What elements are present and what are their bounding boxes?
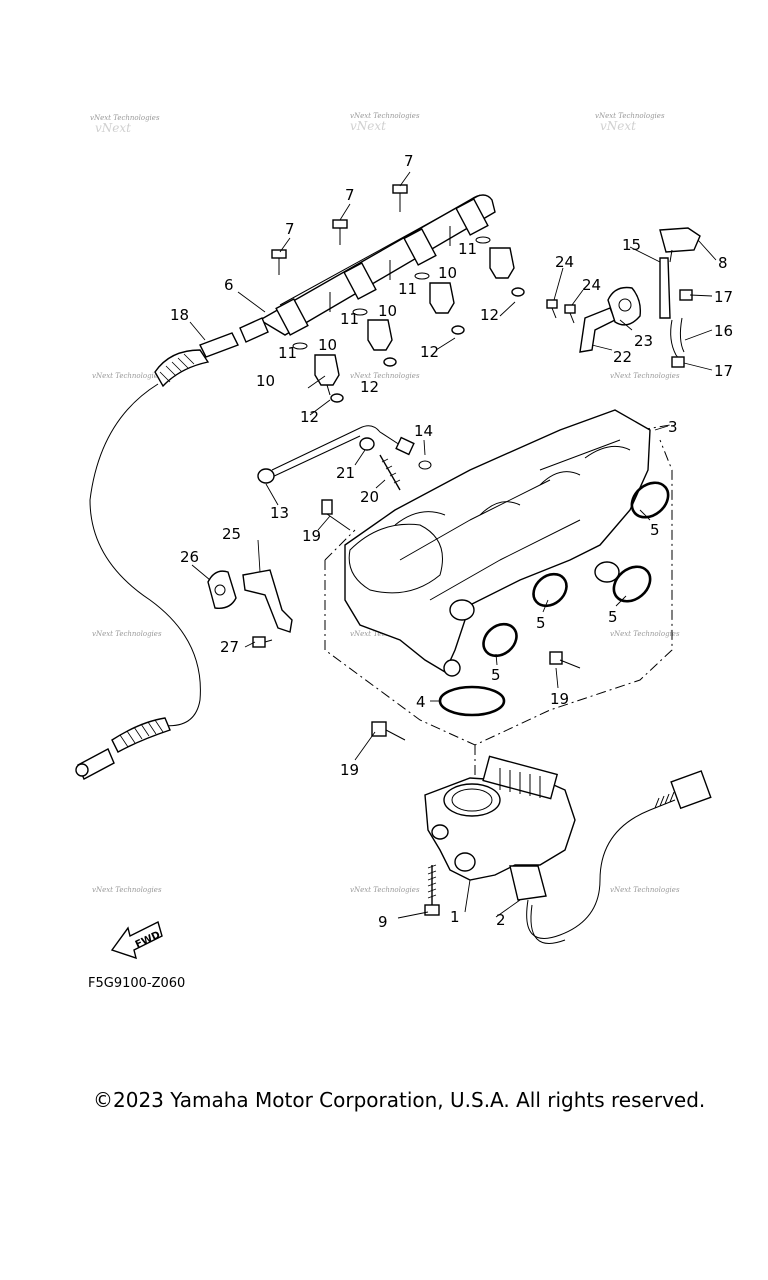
svg-text:vNext: vNext	[350, 119, 386, 133]
throttle-body	[424, 755, 576, 901]
callout-15: 15	[622, 236, 641, 254]
throttle-body-o-ring	[438, 685, 506, 717]
throttle-body-bolt	[424, 864, 440, 916]
callout-10: 10	[438, 264, 457, 282]
watermark-text: vNext Technologies	[92, 372, 162, 380]
callout-8: 8	[718, 254, 728, 272]
callout-12: 12	[420, 343, 439, 361]
fuel-injectors	[292, 236, 525, 403]
callout-21: 21	[336, 464, 355, 482]
callout-14: 14	[414, 422, 433, 440]
pressure-sensor	[659, 227, 701, 368]
watermark-text: vNext Technologies	[90, 114, 160, 122]
watermark-text: vNext Technologies	[595, 112, 665, 120]
callout-22: 22	[613, 348, 632, 366]
callout-19: 19	[550, 690, 569, 708]
callout-7: 7	[345, 186, 355, 204]
leader-lines	[189, 171, 717, 919]
throttle-body-harness	[526, 770, 712, 944]
callout-19: 19	[340, 761, 359, 779]
callout-20: 20	[360, 488, 379, 506]
callout-5: 5	[536, 614, 546, 632]
callout-13: 13	[270, 504, 289, 522]
manifold-bolts	[321, 499, 581, 741]
sensor-bracket	[546, 286, 642, 353]
callout-10: 10	[256, 372, 275, 390]
fuel-rail	[239, 194, 496, 343]
diagram-code: F5G9100-Z060	[88, 976, 186, 991]
callout-2: 2	[496, 911, 506, 929]
callout-6: 6	[224, 276, 234, 294]
callout-5: 5	[650, 521, 660, 539]
callout-27: 27	[220, 638, 239, 656]
callout-7: 7	[404, 152, 414, 170]
watermark-text: vNext Technologies	[610, 886, 680, 894]
watermark-text: vNext Technologies	[350, 886, 420, 894]
svg-text:vNext: vNext	[600, 119, 636, 133]
callout-12: 12	[360, 378, 379, 396]
callout-3: 3	[668, 418, 678, 436]
watermarks: vNext vNext Technologies vNext vNext Tec…	[90, 112, 680, 894]
callout-12: 12	[480, 306, 499, 324]
callout-1: 1	[450, 908, 460, 926]
callout-19: 19	[302, 527, 321, 545]
callout-9: 9	[378, 913, 388, 931]
callout-24: 24	[582, 276, 601, 294]
callout-25: 25	[222, 525, 241, 543]
exploded-parts-diagram: vNext vNext Technologies vNext vNext Tec…	[75, 112, 733, 960]
watermark-text: vNext Technologies	[610, 630, 680, 638]
intake-manifold	[344, 409, 651, 677]
watermark-text: vNext Technologies	[92, 886, 162, 894]
callout-11: 11	[278, 344, 297, 362]
fuel-hose	[75, 332, 239, 780]
svg-text:vNext: vNext	[95, 121, 131, 135]
forward-arrow: FWD	[110, 920, 163, 960]
callout-4: 4	[416, 693, 426, 711]
callout-26: 26	[180, 548, 199, 566]
watermark-text: vNext Technologies	[350, 112, 420, 120]
callout-11: 11	[340, 310, 359, 328]
callout-17: 17	[714, 362, 733, 380]
callout-17: 17	[714, 288, 733, 306]
callout-23: 23	[634, 332, 653, 350]
callout-24: 24	[555, 253, 574, 271]
watermark-text: vNext Technologies	[92, 630, 162, 638]
callout-11: 11	[458, 240, 477, 258]
callout-12: 12	[300, 408, 319, 426]
callout-7: 7	[285, 220, 295, 238]
callout-10: 10	[378, 302, 397, 320]
callout-16: 16	[714, 322, 733, 340]
callout-11: 11	[398, 280, 417, 298]
side-bracket	[207, 569, 293, 648]
sensor-hose	[257, 425, 432, 491]
manifold-gaskets	[482, 481, 670, 658]
watermark-text: vNext Technologies	[610, 372, 680, 380]
copyright-notice: ©2023 Yamaha Motor Corporation, U.S.A. A…	[93, 1088, 706, 1112]
callout-5: 5	[608, 608, 618, 626]
callout-18: 18	[170, 306, 189, 324]
fuel-rail-bolts	[271, 184, 408, 275]
callout-5: 5	[491, 666, 501, 684]
watermark-text: vNext Technologies	[350, 372, 420, 380]
callouts: 7 7 7 6 18 15 8 17 16 17 24 24 23 22 3 1…	[170, 152, 733, 931]
callout-10: 10	[318, 336, 337, 354]
